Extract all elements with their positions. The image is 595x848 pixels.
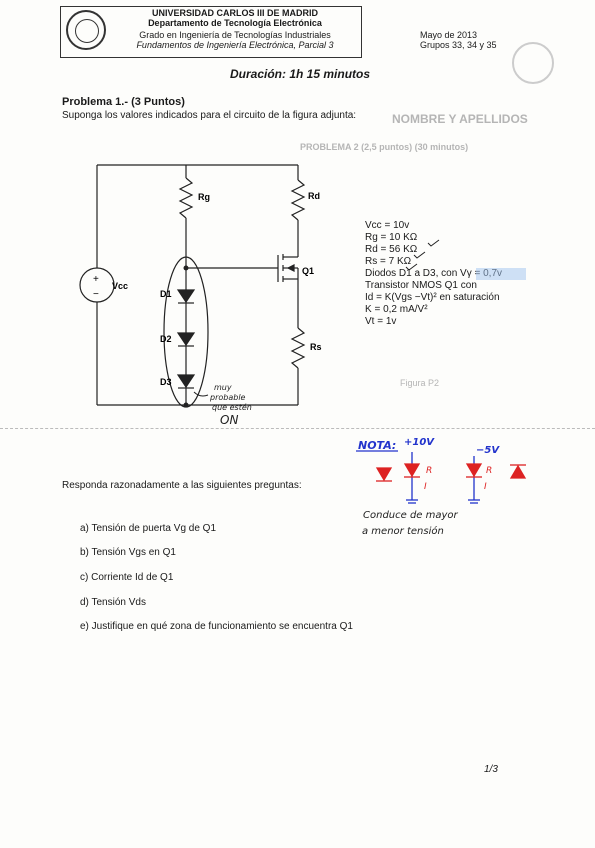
q1-label: Q1 xyxy=(302,266,314,276)
check-marks xyxy=(405,239,440,271)
exam-duration: Duración: 1h 15 minutos xyxy=(230,67,371,81)
exam-groups: Grupos 33, 34 y 35 xyxy=(420,40,497,50)
param-transistor: Transistor NMOS Q1 con xyxy=(365,280,477,291)
d1-label: D1 xyxy=(160,289,172,299)
degree-name: Grado en Ingeniería de Tecnologías Indus… xyxy=(139,30,331,40)
course-name: Fundamentos de Ingeniería Electrónica, P… xyxy=(136,40,334,50)
rd-label: Rd xyxy=(308,191,320,201)
nota-vpos: +10V xyxy=(404,437,435,448)
ghost-figure-caption: Figura P2 xyxy=(400,378,440,388)
exam-date: Mayo de 2013 xyxy=(420,30,478,40)
param-vcc: Vcc = 10v xyxy=(365,220,410,231)
d3-label: D3 xyxy=(160,377,172,387)
nota-label: NOTA: xyxy=(358,439,396,452)
nota-i1: I xyxy=(424,482,427,492)
vcc-plus: + xyxy=(93,274,99,285)
param-vt: Vt = 1v xyxy=(365,316,397,327)
question-e: e) Justifique en qué zona de funcionamie… xyxy=(80,621,353,632)
question-b: b) Tensión Vgs en Q1 xyxy=(80,547,176,558)
param-rg: Rg = 10 KΩ xyxy=(365,232,418,243)
note-line-2: probable xyxy=(209,393,246,402)
question-c: c) Corriente Id de Q1 xyxy=(80,572,174,583)
university-logo xyxy=(66,10,106,50)
question-d: d) Tensión Vds xyxy=(80,597,146,608)
conduce-line-1: Conduce de mayor xyxy=(363,510,459,521)
questions-intro: Responda razonadamente a las siguientes … xyxy=(62,480,302,491)
rg-label: Rg xyxy=(198,192,210,202)
note-line-4: ON xyxy=(220,413,238,427)
vcc-minus: − xyxy=(93,289,99,300)
header-box xyxy=(60,6,362,58)
ghost-problem-heading: PROBLEMA 2 (2,5 puntos) (30 minutos) xyxy=(300,142,469,152)
handwritten-annotation: NOTA: +10V −5V R I R I Conduce de mayor … xyxy=(356,437,527,537)
nota-i2: I xyxy=(484,482,487,492)
param-diodes: Diodos D1 a D3, con Vγ = 0,7v xyxy=(365,268,503,279)
circuit-diagram: Rg Rd Rs Vcc Q1 D1 D2 D3 + − muy probabl… xyxy=(79,164,322,427)
parameters-list: Vcc = 10v Rg = 10 KΩ Rd = 56 KΩ Rs = 7 K… xyxy=(365,220,502,328)
nota-r1: R xyxy=(426,466,432,476)
highlight-vgamma xyxy=(476,268,526,280)
param-id-formula: Id = K(Vgs −Vt)² en saturación xyxy=(365,292,500,303)
param-rs: Rs = 7 KΩ xyxy=(365,256,412,267)
university-name: UNIVERSIDAD CARLOS III DE MADRID xyxy=(151,8,318,18)
problem-title: Problema 1.- (3 Puntos) xyxy=(62,96,185,108)
d2-label: D2 xyxy=(160,334,172,344)
param-rd: Rd = 56 KΩ xyxy=(365,244,418,255)
page-number: 1/3 xyxy=(484,764,498,775)
ghost-logo xyxy=(512,42,554,84)
vcc-label: Vcc xyxy=(112,281,128,291)
conduce-line-2: a menor tensión xyxy=(362,525,444,537)
ghost-name-field: NOMBRE Y APELLIDOS xyxy=(392,112,528,126)
question-a: a) Tensión de puerta Vg de Q1 xyxy=(80,523,217,534)
department-name: Departamento de Tecnología Electrónica xyxy=(148,18,322,28)
problem-statement: Suponga los valores indicados para el ci… xyxy=(62,110,357,121)
note-line-1: muy xyxy=(214,383,232,392)
page-fold-line xyxy=(0,428,595,429)
note-line-3: que estén xyxy=(212,402,252,412)
rs-label: Rs xyxy=(310,342,322,352)
nota-r2: R xyxy=(486,466,492,476)
param-k: K = 0,2 mA/V² xyxy=(365,304,428,315)
nota-vneg: −5V xyxy=(476,445,500,456)
